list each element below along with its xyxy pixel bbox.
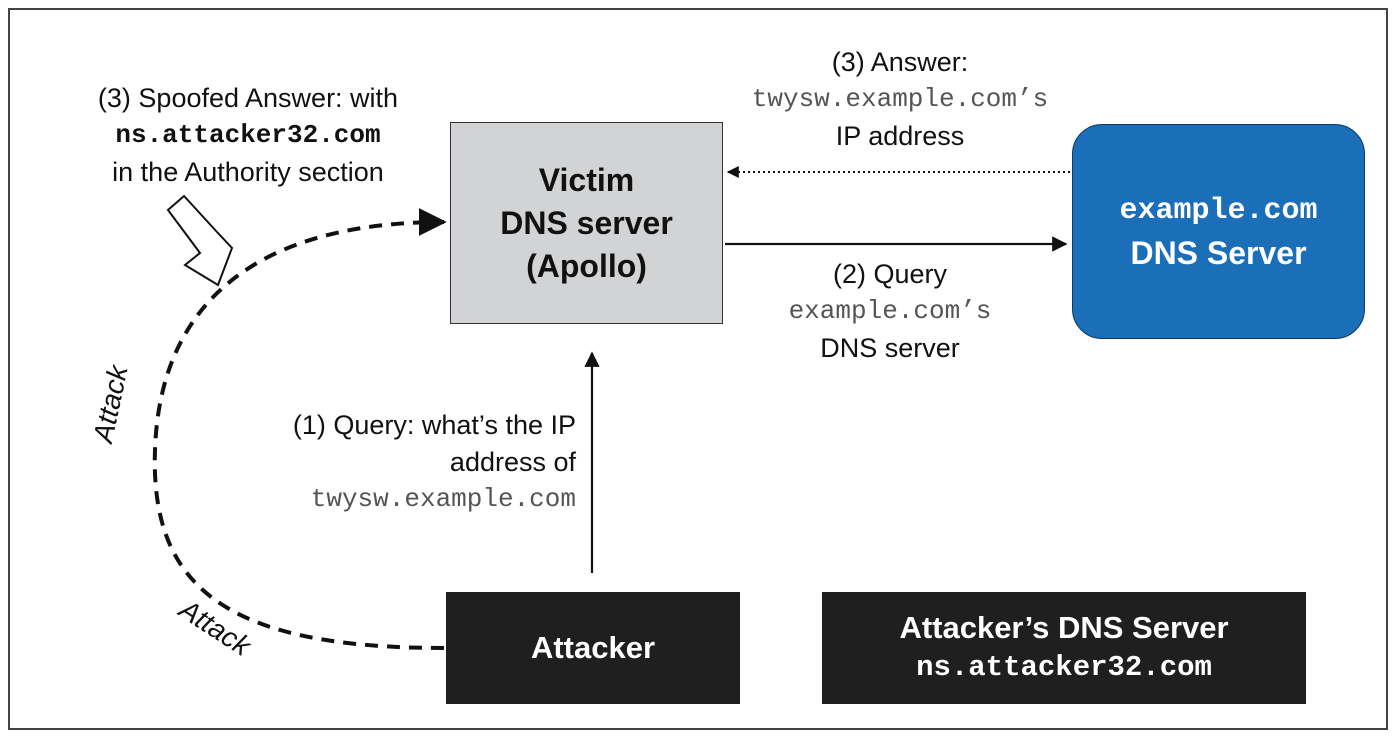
spoofed-line1: (3) Spoofed Answer: with (97, 83, 399, 113)
example-server-line2: DNS Server (1130, 234, 1307, 271)
answer-line2: twysw.example.com’s (751, 84, 1049, 114)
query1-line1: (1) Query: what’s the IP (292, 410, 576, 440)
spoofed-line3: in the Authority section (112, 157, 384, 187)
answer-line3: IP address (835, 121, 965, 151)
hollow-pointer-arrow (166, 194, 234, 287)
victim-line2: DNS server (500, 204, 673, 241)
attacker-box: Attacker (446, 592, 740, 704)
victim-line1: Victim (538, 161, 635, 198)
attacker-dns-server-box: Attacker’s DNS Server ns.attacker32.com (822, 592, 1306, 704)
attacker-label: Attacker (530, 630, 656, 665)
query2-line2: example.com’s (788, 296, 992, 326)
query2-label: (2) Query example.com’s DNS server (750, 256, 1030, 367)
attack-arc (152, 208, 447, 650)
attacker-dns-line2: ns.attacker32.com (916, 651, 1212, 684)
victim-line3: (Apollo) (526, 247, 647, 284)
example-server-line1: example.com (1119, 193, 1318, 228)
diagram-frame (8, 8, 1388, 730)
victim-dns-server-box: Victim DNS server (Apollo) (450, 122, 723, 324)
spoofed-line2: ns.attacker32.com (115, 120, 381, 150)
spoofed-answer-label: (3) Spoofed Answer: with ns.attacker32.c… (58, 80, 438, 191)
query2-line3: DNS server (820, 333, 960, 363)
query2-line1: (2) Query (832, 259, 948, 289)
answer-line1: (3) Answer: (831, 47, 969, 77)
attacker-dns-line1: Attacker’s DNS Server (899, 610, 1229, 645)
query1-line2: address of (449, 447, 576, 477)
query1-line3: twysw.example.com (310, 484, 576, 514)
answer-label: (3) Answer: twysw.example.com’s IP addre… (730, 44, 1070, 155)
example-dns-server-box: example.com DNS Server (1072, 124, 1365, 339)
query1-label: (1) Query: what’s the IP address of twys… (226, 407, 576, 518)
